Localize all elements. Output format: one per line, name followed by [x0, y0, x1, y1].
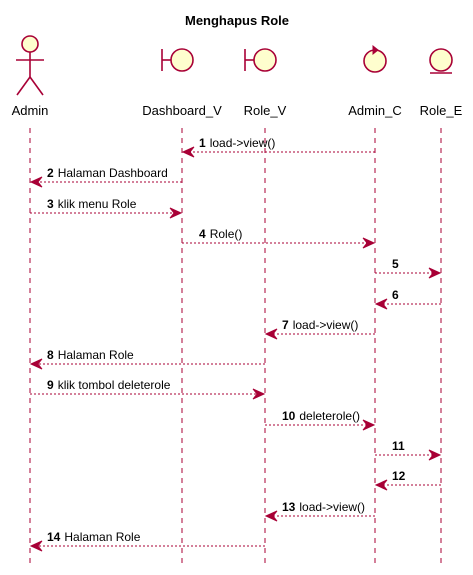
arrow-head [428, 449, 442, 461]
participant-label: Admin_C [348, 103, 401, 118]
message-text: 12 [392, 469, 406, 483]
participant-label: Role_V [244, 103, 287, 118]
message-label: Role() [210, 227, 243, 241]
arrow-head [169, 207, 183, 219]
lifelines [29, 128, 442, 565]
message-number: 8 [47, 348, 54, 362]
message-number: 12 [392, 469, 406, 483]
participant-label: Role_E [420, 103, 463, 118]
message-number: 9 [47, 378, 54, 392]
message-number: 10 [282, 409, 296, 423]
message-8: 8 Halaman Role [29, 348, 265, 370]
messages: 1 load->view() 2 Halaman Dashboard 3 klik men… [29, 136, 442, 552]
message-text: 9 klik tombol deleterole [47, 378, 171, 392]
message-number: 14 [47, 530, 61, 544]
message-number: 7 [282, 318, 289, 332]
message-number: 13 [282, 500, 296, 514]
arrow-head [29, 358, 43, 370]
message-5: 5 [375, 257, 442, 279]
participant-dashboard_v: Dashboard_V [142, 48, 222, 118]
boundary-icon [161, 48, 194, 72]
message-number: 3 [47, 197, 54, 211]
message-label: load->view() [299, 500, 365, 514]
message-label: load->view() [293, 318, 359, 332]
participant-role_e: Role_E [420, 48, 463, 118]
message-6: 6 [374, 288, 441, 310]
arrow-head [252, 388, 266, 400]
message-11: 11 [375, 439, 442, 461]
message-text: 8 Halaman Role [47, 348, 134, 362]
message-number: 2 [47, 166, 54, 180]
participant-label: Dashboard_V [142, 103, 222, 118]
entity-icon [429, 48, 453, 74]
diagram-title: Menghapus Role [185, 13, 289, 28]
message-7: 7 load->view() [264, 318, 375, 340]
message-2: 2 Halaman Dashboard [29, 166, 182, 188]
message-label: deleterole() [299, 409, 360, 423]
arrow-head [374, 479, 388, 491]
message-label: Halaman Role [64, 530, 140, 544]
message-number: 6 [392, 288, 399, 302]
message-12: 12 [374, 469, 441, 491]
arrow-head [29, 176, 43, 188]
message-text: 1 load->view() [199, 136, 275, 150]
message-number: 4 [199, 227, 206, 241]
message-text: 4 Role() [199, 227, 242, 241]
arrow-head [362, 237, 376, 249]
message-text: 2 Halaman Dashboard [47, 166, 168, 180]
message-text: 6 [392, 288, 399, 302]
participant-admin_c: Admin_C [348, 44, 402, 118]
message-label: klik tombol deleterole [58, 378, 171, 392]
message-3: 3 klik menu Role [30, 197, 183, 219]
message-label: klik menu Role [58, 197, 137, 211]
arrow-head [264, 328, 278, 340]
arrow-head [264, 510, 278, 522]
boundary-icon [244, 48, 277, 72]
arrow-head [362, 419, 376, 431]
message-number: 11 [392, 439, 405, 453]
message-number: 1 [199, 136, 206, 150]
message-text: 5 [392, 257, 399, 271]
participant-admin: Admin [12, 35, 49, 118]
arrow-head [374, 298, 388, 310]
message-text: 3 klik menu Role [47, 197, 137, 211]
participant-role_v: Role_V [244, 48, 287, 118]
arrow-head [428, 267, 442, 279]
control-icon [363, 44, 387, 73]
arrow-head [29, 540, 43, 552]
message-label: Halaman Role [58, 348, 134, 362]
message-9: 9 klik tombol deleterole [30, 378, 266, 400]
message-1: 1 load->view() [181, 136, 375, 158]
participants: Admin Dashboard_V Role_V Admin_C Role_E [12, 35, 463, 118]
message-number: 5 [392, 257, 399, 271]
message-text: 11 [392, 439, 405, 453]
message-label: load->view() [210, 136, 276, 150]
arrow-head [181, 146, 195, 158]
message-label: Halaman Dashboard [58, 166, 168, 180]
message-4: 4 Role() [182, 227, 376, 249]
participant-label: Admin [12, 103, 49, 118]
actor-icon [16, 35, 44, 96]
message-text: 7 load->view() [282, 318, 358, 332]
